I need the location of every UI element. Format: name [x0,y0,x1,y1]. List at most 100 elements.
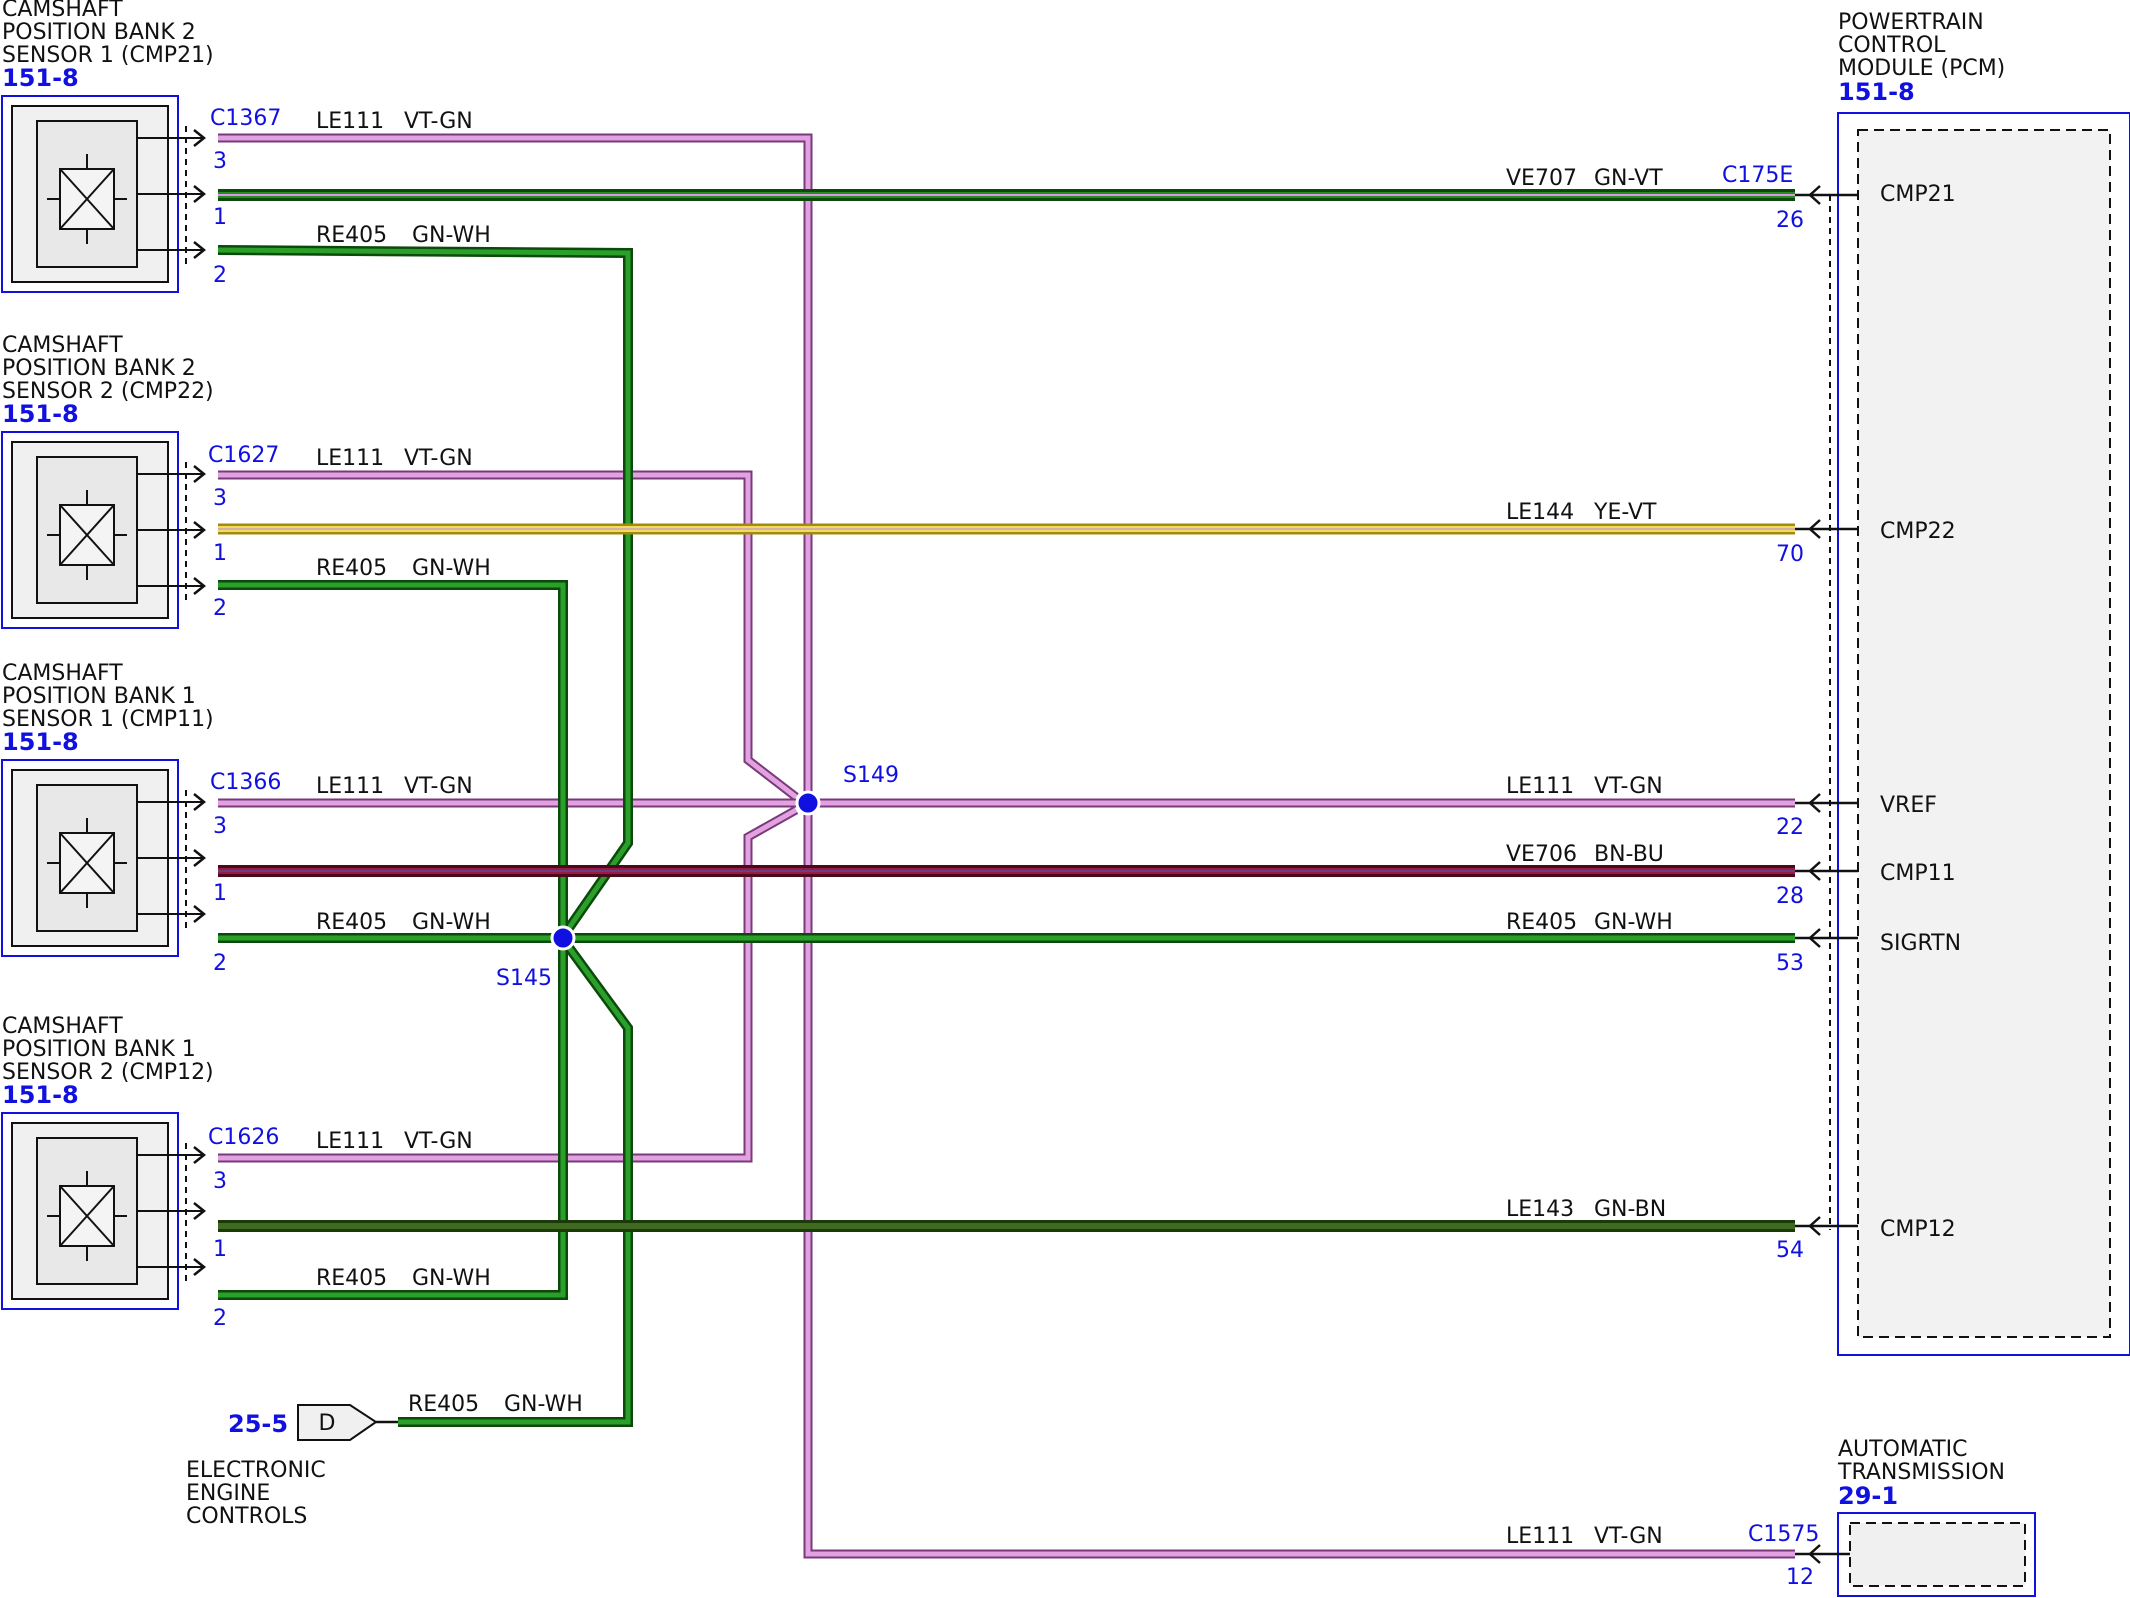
wire-label-color: BN-BU [1594,842,1664,867]
connector-c1627[interactable]: C1627 [208,443,279,468]
wire-label-circuit: RE405 [408,1392,479,1417]
pin-label: 2 [213,1306,227,1331]
trans-title-line2: TRANSMISSION [1837,1460,2005,1485]
wire-label-color: YE-VT [1593,500,1657,525]
wire-re405-cmp12 [218,938,568,1300]
eec-connector-icon [297,1404,378,1441]
connector-c1626[interactable]: C1626 [208,1125,279,1150]
pcm-pin-cmp11: CMP11 [1880,861,1956,886]
cmp21-title-line3: SENSOR 1 (CMP21) [2,43,214,68]
wire-label-circuit: LE144 [1506,500,1574,525]
wire-label-color: GN-BN [1594,1197,1666,1222]
automatic-transmission[interactable]: AUTOMATIC TRANSMISSION 29-1 C1575 12 [1748,1437,2036,1597]
sensor-cmp12[interactable]: CAMSHAFT POSITION BANK 1 SENSOR 2 (CMP12… [0,1014,214,1311]
pin-label: 12 [1786,1565,1814,1590]
cmp22-ref-link[interactable]: 151-8 [2,400,79,428]
pin-label: 3 [213,486,227,511]
cmp21-ref-link[interactable]: 151-8 [2,64,79,92]
wire-label-color: VT-GN [1594,1524,1663,1549]
connector-c1575[interactable]: C1575 [1748,1522,1819,1547]
cmp21-title-line1: CAMSHAFT [2,0,123,22]
pcm-pin-sigrtn: SIGRTN [1880,931,1961,956]
cmp12-sensor-icon [0,1111,206,1311]
pin-label: 3 [213,1169,227,1194]
wire-label-circuit: RE405 [316,223,387,248]
pin-label: 3 [213,814,227,839]
cmp11-title-line1: CAMSHAFT [2,661,123,686]
wire-label-circuit: VE707 [1506,166,1577,191]
pin-label: 54 [1776,1238,1804,1263]
pin-label: 1 [213,205,227,230]
wire-label-color: GN-VT [1594,166,1663,191]
pin-label: 2 [213,951,227,976]
cmp11-sensor-icon [0,758,206,958]
pin-label: 3 [213,149,227,174]
wire-label-circuit: RE405 [316,910,387,935]
pin-label: 70 [1776,542,1804,567]
wire-label-color: VT-GN [1594,774,1663,799]
pin-label: 53 [1776,951,1804,976]
pin-label: 22 [1776,815,1804,840]
cmp21-title-line2: POSITION BANK 2 [2,20,196,45]
pcm-pin-cmp22: CMP22 [1880,519,1956,544]
wire-label-circuit: RE405 [1506,910,1577,935]
splice-s145-label: S145 [496,966,552,991]
pcm-title-line2: CONTROL [1838,33,1946,58]
wire-label-circuit: RE405 [316,1266,387,1291]
pin-label: 28 [1776,884,1804,909]
wire-label-color: VT-GN [404,446,473,471]
cmp22-title-line2: POSITION BANK 2 [2,356,196,381]
connector-c1366[interactable]: C1366 [210,770,281,795]
wire-le111-trunk [218,133,1795,1559]
wire-label-circuit: VE706 [1506,842,1577,867]
cmp22-sensor-icon [0,430,206,630]
eec-title-line3: CONTROLS [186,1504,307,1529]
cmp11-title-line3: SENSOR 1 (CMP11) [2,707,214,732]
cmp12-title-line2: POSITION BANK 1 [2,1037,196,1062]
eec-connector-letter: D [319,1411,336,1436]
sensor-cmp22[interactable]: CAMSHAFT POSITION BANK 2 SENSOR 2 (CMP22… [0,333,214,630]
wire-label-circuit: LE111 [1506,1524,1574,1549]
splice-s149[interactable] [795,790,821,816]
pcm-pin-cmp21: CMP21 [1880,182,1956,207]
splice-s149-label: S149 [843,763,899,788]
wire-label-color: GN-WH [504,1392,583,1417]
pcm-module[interactable]: POWERTRAIN CONTROL MODULE (PCM) 151-8 CM… [1722,10,2130,1356]
cmp12-ref-link[interactable]: 151-8 [2,1081,79,1109]
trans-title-line1: AUTOMATIC [1838,1437,1968,1462]
wire-re405-cmp22 [218,580,568,938]
pcm-pin-vref: VREF [1880,793,1937,818]
electronic-engine-controls[interactable]: 25-5 D ELECTRONIC ENGINE CONTROLS [186,1404,398,1529]
connector-c1367[interactable]: C1367 [210,106,281,131]
wire-re405-eec [398,935,633,1427]
eec-title-line1: ELECTRONIC [186,1458,326,1483]
wire-le111-cmp12 [218,806,799,1163]
splice-s145[interactable] [550,925,576,951]
wire-label-color: GN-WH [412,1266,491,1291]
cmp22-title-line3: SENSOR 2 (CMP22) [2,379,214,404]
wire-label-color: GN-WH [1594,910,1673,935]
pin-label: 2 [213,263,227,288]
trans-ref-link[interactable]: 29-1 [1838,1482,1898,1510]
cmp12-title-line3: SENSOR 2 (CMP12) [2,1060,214,1085]
pcm-ref-link[interactable]: 151-8 [1838,78,1915,106]
cmp11-ref-link[interactable]: 151-8 [2,728,79,756]
wire-label-circuit: LE111 [1506,774,1574,799]
pcm-title-line3: MODULE (PCM) [1838,56,2005,81]
wire-label-color: VT-GN [404,1129,473,1154]
sensor-cmp11[interactable]: CAMSHAFT POSITION BANK 1 SENSOR 1 (CMP11… [0,661,214,958]
wire-label-circuit: LE143 [1506,1197,1574,1222]
wire-label-circuit: LE111 [316,109,384,134]
pin-label: 26 [1776,208,1804,233]
wire-label-circuit: LE111 [316,446,384,471]
connector-c175e[interactable]: C175E [1722,163,1793,188]
wire-label-color: GN-WH [412,556,491,581]
pin-label: 1 [213,881,227,906]
sensor-cmp21[interactable]: CAMSHAFT POSITION BANK 2 SENSOR 1 (CMP21… [0,0,214,294]
eec-ref-link[interactable]: 25-5 [228,1410,288,1438]
pin-label: 1 [213,541,227,566]
wire-label-color: GN-WH [412,910,491,935]
pin-label: 1 [213,1237,227,1262]
cmp22-title-line1: CAMSHAFT [2,333,123,358]
